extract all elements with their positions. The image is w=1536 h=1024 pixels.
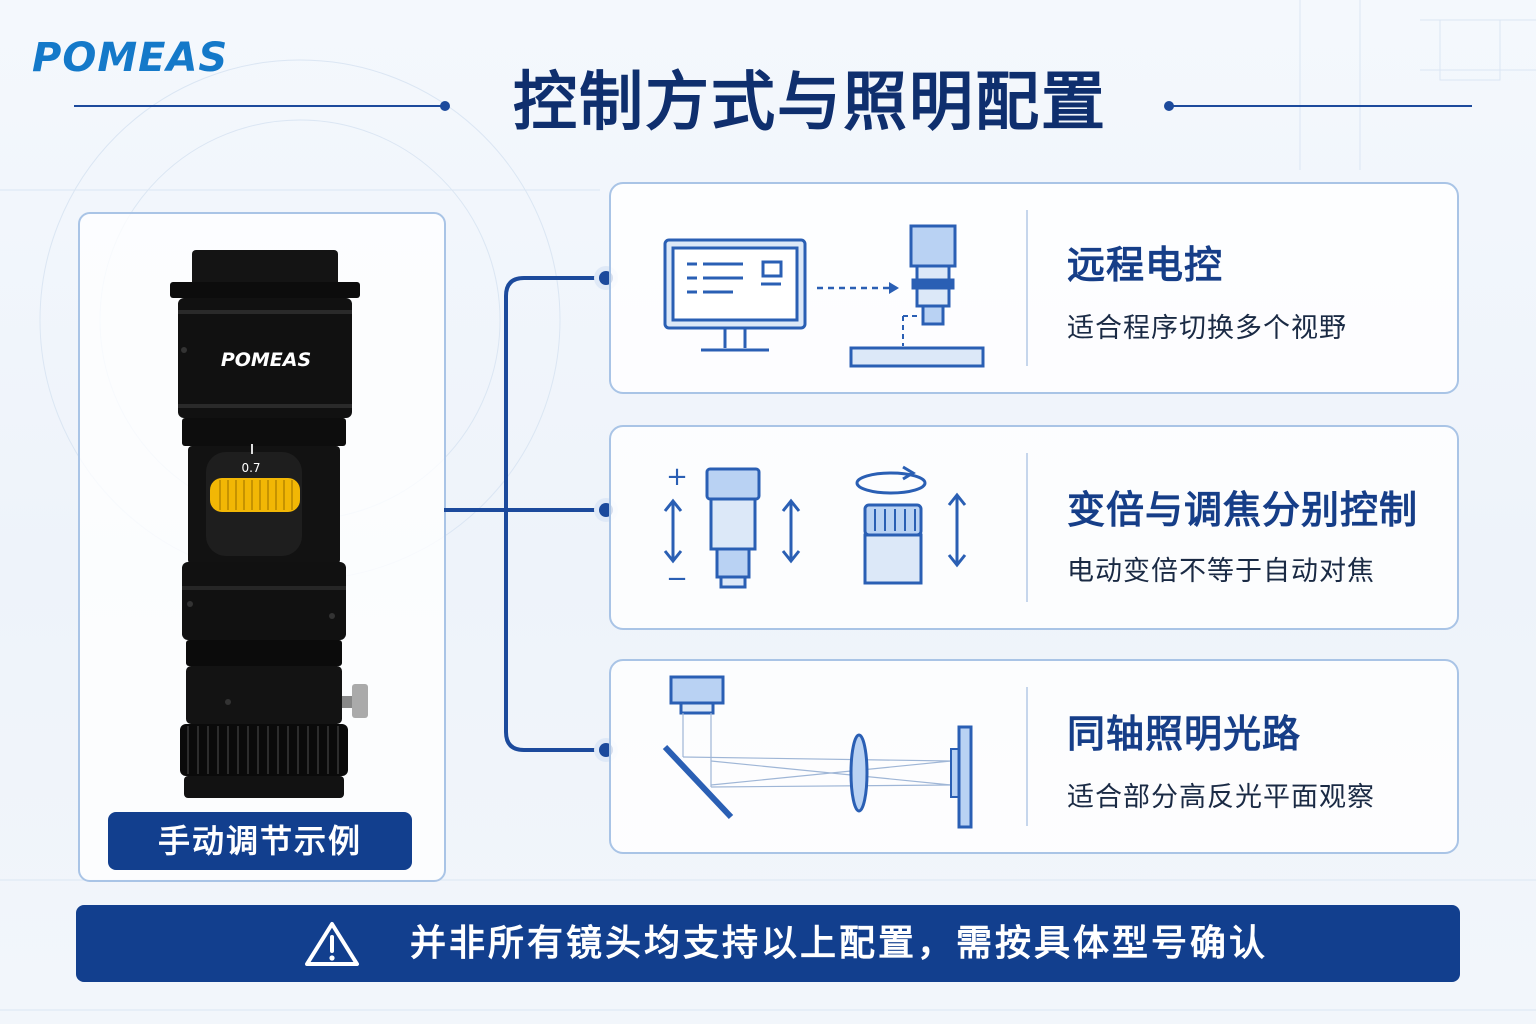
title-line-right [1172, 105, 1472, 107]
feature-desc: 电动变倍不等于自动对焦 [1067, 556, 1375, 587]
page-title: 控制方式与照明配置 [513, 66, 1107, 140]
computer-remote-control-icon [663, 224, 985, 368]
title-line-left [74, 105, 444, 107]
feature-title: 变倍与调焦分别控制 [1067, 488, 1419, 532]
manual-adjust-badge: 手动调节示例 [108, 812, 412, 870]
product-card: POMEAS 0.7 [78, 212, 446, 882]
zoom-ring [210, 478, 300, 512]
feature-card-zoom-focus: + − 变倍与调焦分别控制 电动变倍不等于自动对焦 [609, 425, 1459, 630]
feature-card-coaxial-light: 同轴照明光路 适合部分高反光平面观察 [609, 659, 1459, 854]
feature-desc: 适合程序切换多个视野 [1067, 313, 1347, 344]
warning-icon [305, 922, 359, 966]
notice-banner: 并非所有镜头均支持以上配置，需按具体型号确认 [76, 905, 1460, 982]
zoom-focus-control-icon: + − [663, 462, 967, 594]
zoom-minus-symbol: − [666, 564, 688, 594]
coaxial-light-path-icon [662, 675, 973, 829]
zoom-lens-image: POMEAS 0.7 [170, 250, 368, 798]
lens-brand-text: POMEAS [221, 349, 311, 371]
title-dot-left [440, 101, 450, 111]
title-dot-right [1164, 101, 1174, 111]
brand-logo: POMEAS [32, 35, 229, 81]
connector-lines [444, 266, 618, 762]
card-divider [1026, 453, 1028, 602]
notice-text: 并非所有镜头均支持以上配置，需按具体型号确认 [410, 923, 1269, 964]
feature-title: 远程电控 [1067, 243, 1224, 287]
feature-card-remote-control: 远程电控 适合程序切换多个视野 [609, 182, 1459, 394]
logo-text: POMEAS [32, 35, 229, 81]
card-divider [1026, 210, 1028, 366]
zoom-plus-symbol: + [666, 462, 688, 492]
feature-desc: 适合部分高反光平面观察 [1067, 782, 1375, 813]
zoom-scale-label: 0.7 [241, 461, 260, 475]
page-header: 控制方式与照明配置 [0, 58, 1536, 148]
feature-title: 同轴照明光路 [1067, 712, 1302, 756]
card-divider [1026, 687, 1028, 826]
